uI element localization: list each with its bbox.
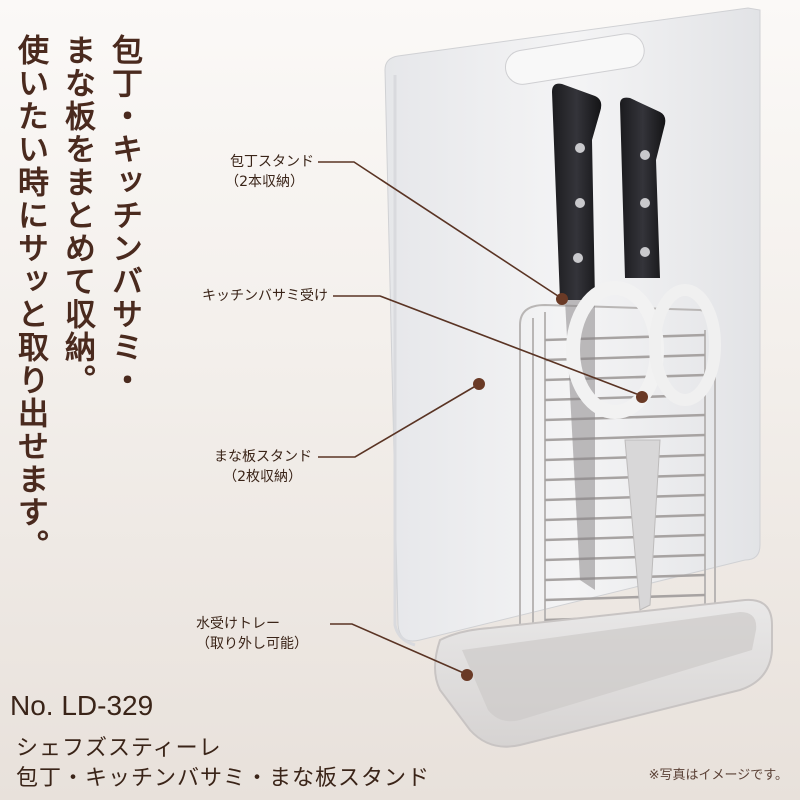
headline-column-1: 包丁・キッチンバサミ・ xyxy=(106,34,142,397)
callout-knife-stand-label: 包丁スタンド xyxy=(230,154,314,170)
callout-drip-tray-sub: （取り外し可能） xyxy=(196,636,308,652)
series-name: シェフズスティーレ xyxy=(16,736,222,761)
callout-board-stand: まな板スタンド （2枚収納） xyxy=(214,447,312,487)
image-note: ※写真はイメージです。 xyxy=(648,768,788,783)
kitchen-scissors xyxy=(566,281,721,611)
callout-board-stand-sub: （2枚収納） xyxy=(223,469,302,485)
callout-drip-tray-label: 水受けトレー xyxy=(196,616,280,632)
callout-scissors-holder-label: キッチンバサミ受け xyxy=(202,288,328,304)
callout-board-stand-label: まな板スタンド xyxy=(214,449,312,465)
callout-scissors-holder: キッチンバサミ受け xyxy=(202,286,328,306)
callout-knife-stand-sub: （2本収納） xyxy=(225,174,304,190)
headline-column-2: まな板をまとめて収納。 xyxy=(59,34,95,397)
model-number: No. LD-329 xyxy=(10,690,154,721)
callout-drip-tray: 水受けトレー （取り外し可能） xyxy=(196,614,308,654)
callout-knife-stand: 包丁スタンド （2本収納） xyxy=(225,152,314,192)
drip-tray xyxy=(434,598,773,748)
headline-column-3: 使いたい時にサッと取り出せます。 xyxy=(12,34,48,562)
product-name: 包丁・キッチンバサミ・まな板スタンド xyxy=(16,766,431,791)
knife-right xyxy=(620,97,666,278)
